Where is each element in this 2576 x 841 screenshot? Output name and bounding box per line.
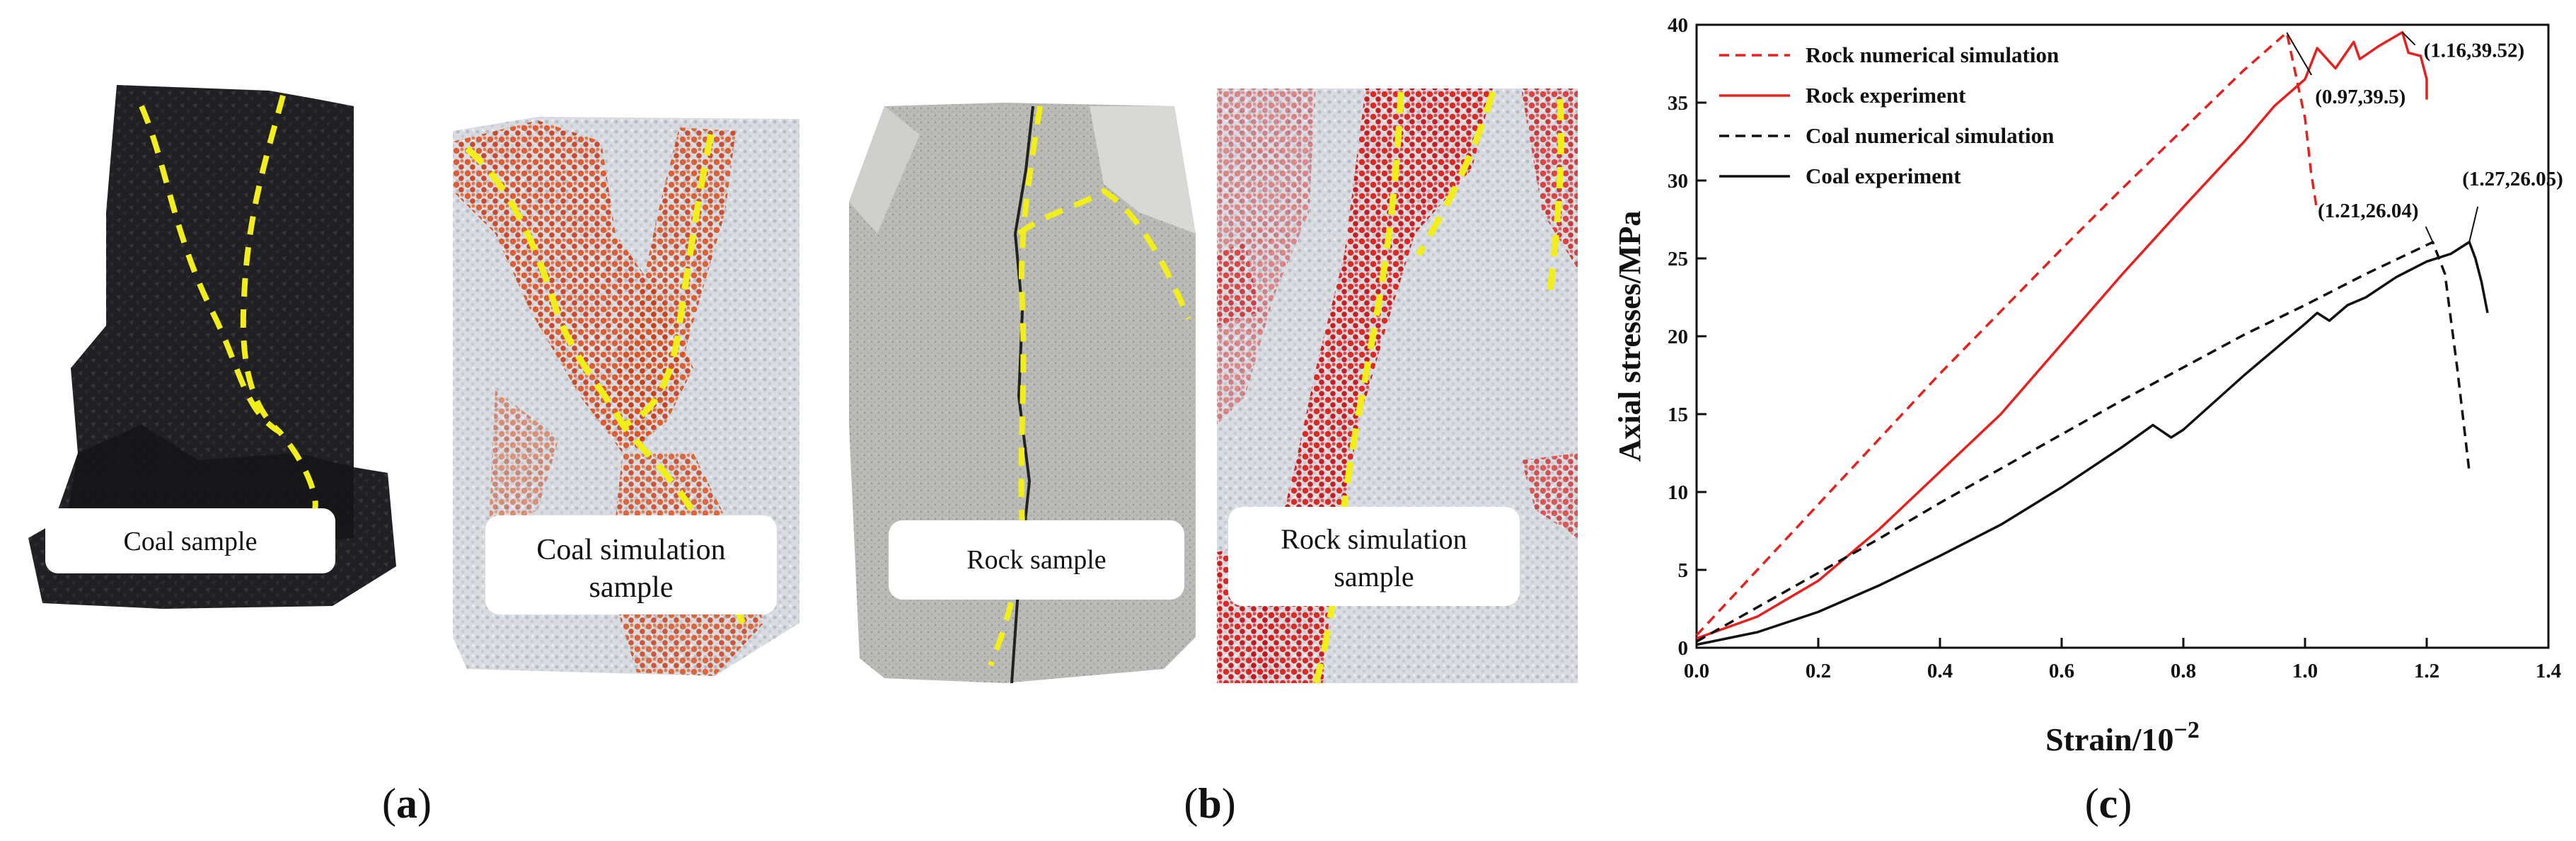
- y-tick-label: 25: [1668, 248, 1688, 270]
- x-axis-title-exponent: −2: [2174, 717, 2200, 743]
- annotation-pointer: [2286, 32, 2313, 76]
- series-line-4: [1696, 241, 2489, 646]
- panel-c: 0.0 0.2 0.4 0.6 0.8 1.0 1.2 1.4 0 5 10 15 20 25 30 35 4…: [1612, 14, 2563, 827]
- rock-sim-label-line1: Rock simulation: [1281, 523, 1467, 555]
- x-axis-ticks: 0.0 0.2 0.4 0.6 0.8 1.0 1.2 1.4: [1684, 638, 2561, 682]
- y-axis-title: Axial stresses/MPa: [1612, 211, 1647, 462]
- rock-sample-label-box: Rock sample: [889, 520, 1184, 600]
- y-tick-label: 0: [1678, 637, 1689, 660]
- x-tick-label: 0.8: [2171, 660, 2196, 682]
- rock-sim-label-box: Rock simulation sample: [1228, 507, 1520, 606]
- annotation-label: (1.27,26.05): [2462, 168, 2563, 190]
- y-tick-label: 20: [1668, 326, 1688, 348]
- y-tick-label: 30: [1668, 170, 1688, 193]
- plot-frame: [1695, 23, 2550, 649]
- annotation-label: (1.21,26.04): [2318, 200, 2419, 222]
- panel-b: Rock sample Rock simulation sample (b): [849, 88, 1578, 827]
- coal-sim-label-box: Coal simulation sample: [485, 515, 777, 614]
- panel-a: Coal sample Coal simulation sample (a): [28, 85, 799, 827]
- x-tick-label: 1.2: [2414, 660, 2439, 682]
- y-tick-label: 10: [1668, 481, 1688, 504]
- annotation-pointer: [2468, 206, 2479, 243]
- coal-sim-crack-line-2: [621, 134, 715, 428]
- y-tick-label: 5: [1678, 559, 1689, 582]
- series-line-1: [1695, 31, 2318, 636]
- stress-strain-chart: 0.0 0.2 0.4 0.6 0.8 1.0 1.2 1.4 0 5 10 15 20 25 30 35 4…: [1612, 14, 2563, 757]
- x-axis-title: Strain/10−2: [2045, 717, 2200, 757]
- annotation-pointer: [2425, 226, 2434, 243]
- x-tick-label: 0.0: [1684, 660, 1709, 682]
- coal-sim-label-line2: sample: [589, 571, 674, 604]
- rock-sample-label: Rock sample: [966, 545, 1106, 575]
- rock-sim-label-line2: sample: [1334, 561, 1414, 593]
- rock-sim-crack-line-1: [1312, 91, 1404, 685]
- panel-b-label: (b): [1184, 780, 1235, 827]
- rock-crack-line-2: [1017, 188, 1191, 320]
- x-tick-label: 0.6: [2049, 660, 2074, 682]
- y-tick-label: 35: [1668, 92, 1688, 115]
- rock-sim-crack-line-3: [1546, 98, 1564, 298]
- legend-label: Coal experiment: [1806, 164, 1961, 188]
- series-layer: [1695, 30, 2489, 646]
- annotation-label: (1.16,39.52): [2424, 40, 2525, 62]
- legend-label: Rock numerical simulation: [1806, 42, 2059, 67]
- annotation-label: (0.97,39.5): [2315, 86, 2405, 108]
- panel-c-label: (c): [2085, 780, 2132, 827]
- rock-crack-line-1: [988, 105, 1043, 667]
- coal-crack-line-2: [240, 94, 286, 434]
- x-tick-label: 1.4: [2536, 660, 2561, 682]
- x-tick-label: 0.4: [1927, 660, 1953, 682]
- series-line-2: [1696, 30, 2428, 640]
- panel-a-label: (a): [382, 780, 432, 827]
- y-tick-label: 15: [1668, 404, 1688, 426]
- legend-label: Coal numerical simulation: [1806, 123, 2054, 148]
- x-tick-label: 0.2: [1806, 660, 1831, 682]
- annotation-layer: (1.16,39.52) (0.97,39.5) (1.27,26.05) (1.21…: [2286, 31, 2563, 243]
- coal-sample-label-box: Coal sample: [45, 508, 335, 573]
- coal-sim-label-line1: Coal simulation: [536, 534, 725, 566]
- y-axis-ticks: 0 5 10 15 20 25 30 35 40: [1668, 14, 1706, 660]
- coal-sample-label: Coal sample: [124, 527, 258, 556]
- annotation-pointer: [2401, 31, 2416, 46]
- legend-label: Rock experiment: [1806, 83, 1966, 108]
- x-tick-label: 1.0: [2292, 660, 2318, 682]
- y-tick-label: 40: [1668, 14, 1688, 37]
